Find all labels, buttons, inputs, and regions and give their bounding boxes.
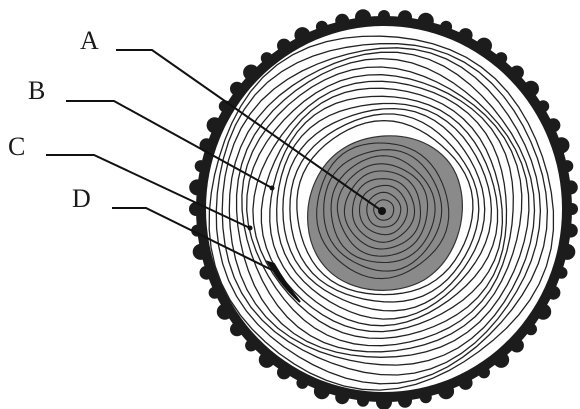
marker-c [248,226,253,231]
label-d: D [72,186,91,212]
label-c: C [8,134,25,160]
label-b: B [28,78,45,104]
marker-b [270,186,275,191]
label-a: A [80,28,99,54]
